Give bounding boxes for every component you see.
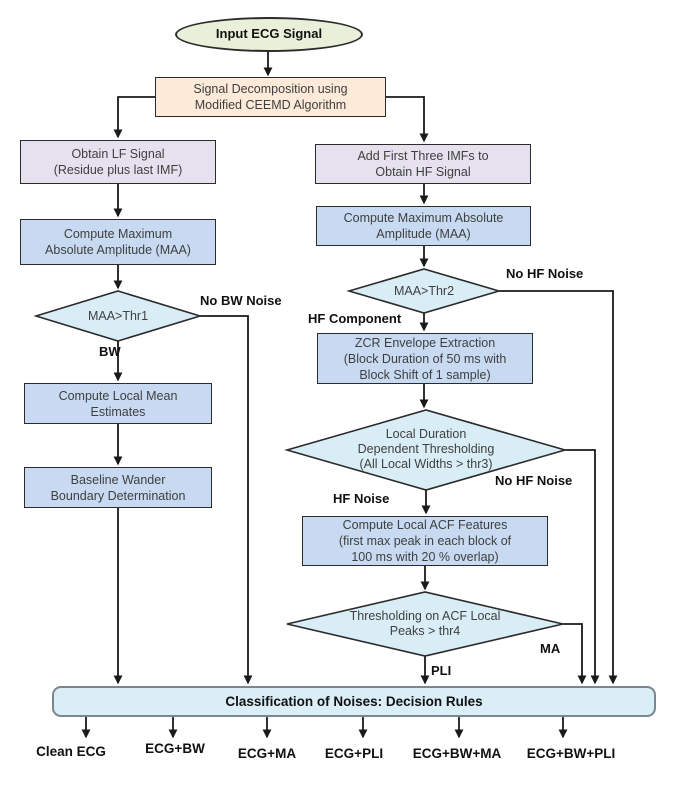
connector-decomposition-to-lf [113, 96, 155, 139]
classification-node: Classification of Noises: Decision Rules [52, 686, 656, 717]
output-ecg-bw: ECG+BW [145, 741, 205, 756]
start-node: Input ECG Signal [175, 17, 363, 52]
decision-thr2-label: MAA>Thr2 [393, 284, 455, 298]
connectors [81, 51, 618, 739]
hf-component-label: HF Component [308, 311, 402, 326]
output-ecg-pli: ECG+PLI [324, 746, 384, 761]
decision-thr3-label: Local Duration Dependent Thresholding (A… [357, 427, 495, 471]
no-hf-noise-label-1: No HF Noise [506, 266, 584, 281]
connector-thr1-no-bw [200, 315, 253, 685]
start-label: Input ECG Signal [215, 26, 323, 42]
connector-thr2-no-hf [499, 290, 618, 685]
ma-label: MA [540, 641, 561, 656]
output-ecg-ma: ECG+MA [237, 746, 297, 761]
output-ecg-bw-ma: ECG+BW+MA [412, 746, 502, 761]
decomposition-node: Signal Decomposition using Modified CEEM… [155, 77, 386, 117]
hf-signal-node: Add First Three IMFs to Obtain HF Signal [315, 144, 531, 184]
decision-thr3-diamond [284, 409, 568, 491]
maa-left-node: Compute Maximum Absolute Amplitude (MAA) [20, 219, 216, 265]
local-mean-node: Compute Local Mean Estimates [24, 383, 212, 424]
connector-decomposition-to-hf [386, 96, 429, 143]
decision-thr1-diamond [33, 290, 203, 342]
decision-shapes [33, 268, 568, 657]
no-hf-noise-label-2: No HF Noise [495, 473, 573, 488]
zcr-envelope-node: ZCR Envelope Extraction (Block Duration … [317, 333, 533, 384]
decision-thr4-label: Thresholding on ACF Local Peaks > thr4 [349, 609, 501, 638]
decision-thr4-diamond [286, 591, 564, 657]
hf-noise-label: HF Noise [333, 491, 390, 506]
output-clean-ecg: Clean ECG [36, 744, 106, 759]
output-ecg-bw-pli: ECG+BW+PLI [526, 746, 616, 761]
bw-label: BW [99, 344, 121, 359]
baseline-wander-node: Baseline Wander Boundary Determination [24, 467, 212, 508]
decision-thr1-label: MAA>Thr1 [87, 309, 149, 323]
decision-thr2-diamond [346, 268, 502, 314]
connector-thr4-ma [563, 623, 587, 685]
lf-signal-node: Obtain LF Signal (Residue plus last IMF) [20, 140, 216, 184]
connector-thr3-no-hf [565, 449, 600, 685]
acf-features-node: Compute Local ACF Features (first max pe… [302, 516, 548, 566]
no-bw-noise-label: No BW Noise [200, 293, 282, 308]
pli-label: PLI [431, 663, 452, 678]
maa-right-node: Compute Maximum Absolute Amplitude (MAA) [316, 206, 531, 246]
